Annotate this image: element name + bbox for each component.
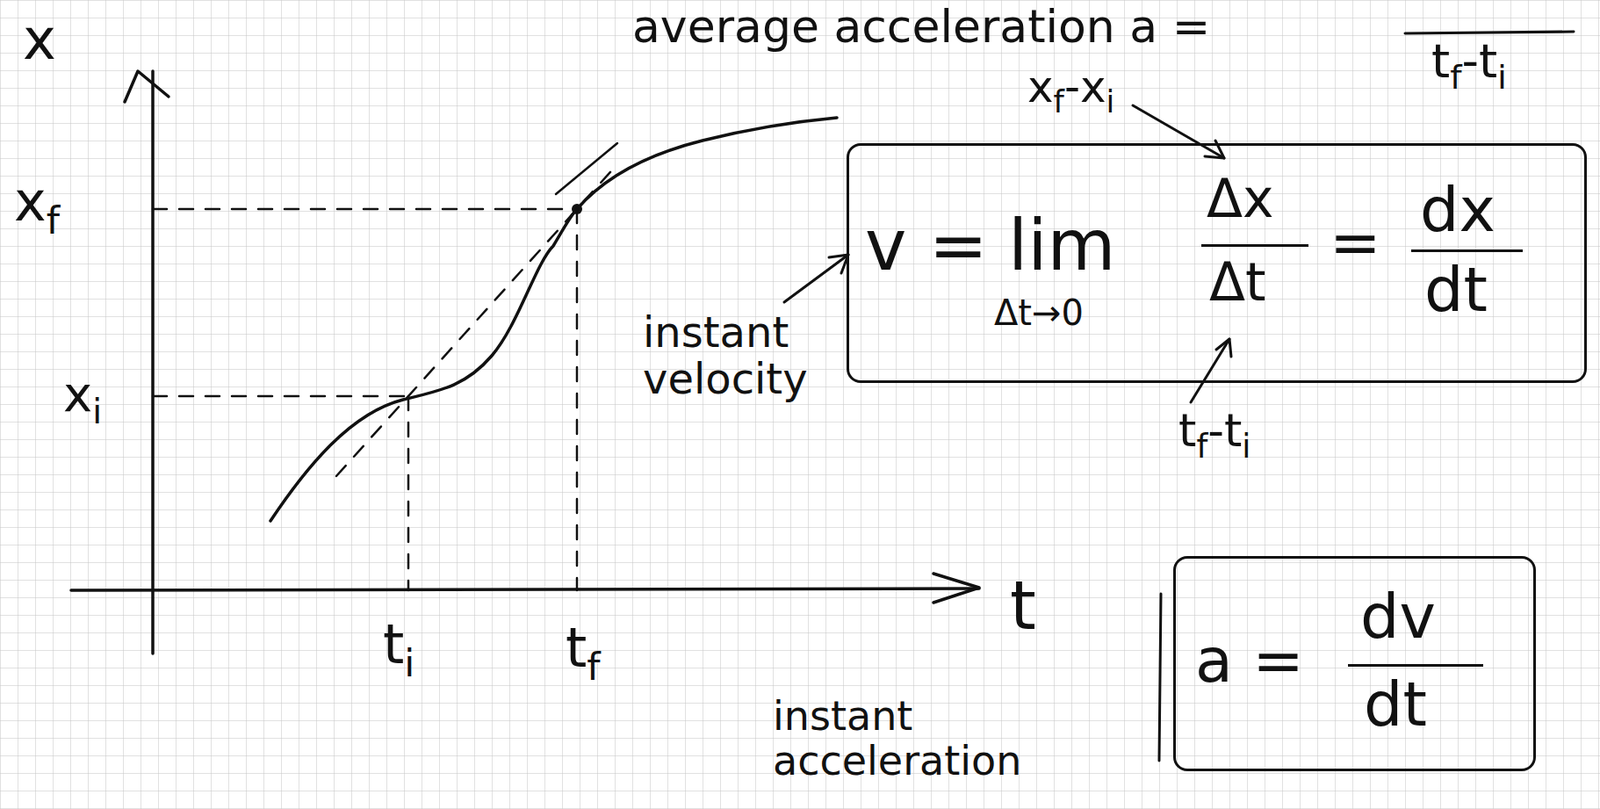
axis-label: t bbox=[1009, 569, 1037, 643]
arrowhead bbox=[1216, 338, 1232, 357]
formula-symbol: v = bbox=[864, 207, 988, 285]
fraction-numerator: dx bbox=[1419, 176, 1496, 245]
leader-arrow bbox=[1132, 105, 1225, 159]
annotation: instant velocity bbox=[642, 309, 863, 403]
limit-condition: Δt→0 bbox=[994, 293, 1084, 332]
fraction-denominator: Δt bbox=[1209, 252, 1267, 311]
axis-arrowhead bbox=[933, 573, 980, 603]
fraction-bar bbox=[1411, 249, 1523, 253]
fraction-denominator: dt bbox=[1424, 256, 1488, 325]
fraction-numerator: Δx bbox=[1206, 169, 1275, 228]
x-axis bbox=[151, 71, 155, 654]
dashed-guide bbox=[576, 209, 579, 591]
arrowhead bbox=[828, 254, 849, 274]
axis-arrowhead bbox=[124, 71, 169, 102]
point-marker bbox=[571, 203, 583, 215]
secant-line bbox=[336, 164, 618, 476]
fraction-denominator: dt bbox=[1363, 670, 1428, 739]
fraction-numerator: dv bbox=[1360, 583, 1436, 651]
axis-label: x bbox=[22, 8, 57, 71]
separator-line bbox=[1159, 593, 1161, 761]
fraction-bar bbox=[1347, 663, 1484, 667]
fraction-bar bbox=[1405, 31, 1574, 34]
annotation: tf-ti bbox=[1178, 405, 1251, 456]
dashed-guide bbox=[152, 395, 409, 398]
axis-value: xf bbox=[14, 172, 60, 232]
fraction-denominator: tf-ti bbox=[1431, 35, 1507, 87]
fraction-bar bbox=[1201, 244, 1309, 247]
annotation: xf-xi bbox=[1027, 63, 1115, 112]
axis-value: ti bbox=[382, 614, 415, 675]
annotation: instant acceleration bbox=[772, 693, 1107, 783]
axis-value: xi bbox=[63, 367, 102, 422]
heading-note: average acceleration a = bbox=[632, 1, 1211, 52]
dashed-guide bbox=[407, 396, 411, 591]
formula-box: v = limΔt→0 ΔxΔt = dx dt bbox=[846, 143, 1587, 383]
formula-box: a = dv dt bbox=[1173, 555, 1536, 772]
equals-sign: = bbox=[1329, 209, 1382, 277]
dashed-guide bbox=[152, 208, 577, 211]
limit-operator: lim bbox=[1008, 207, 1116, 285]
axis-value: tf bbox=[565, 618, 601, 678]
t-axis bbox=[71, 588, 980, 591]
leader-arrow bbox=[784, 254, 849, 303]
tangent-line bbox=[555, 143, 618, 195]
formula-symbol: a = bbox=[1195, 627, 1305, 695]
leader-arrow bbox=[1190, 338, 1230, 403]
